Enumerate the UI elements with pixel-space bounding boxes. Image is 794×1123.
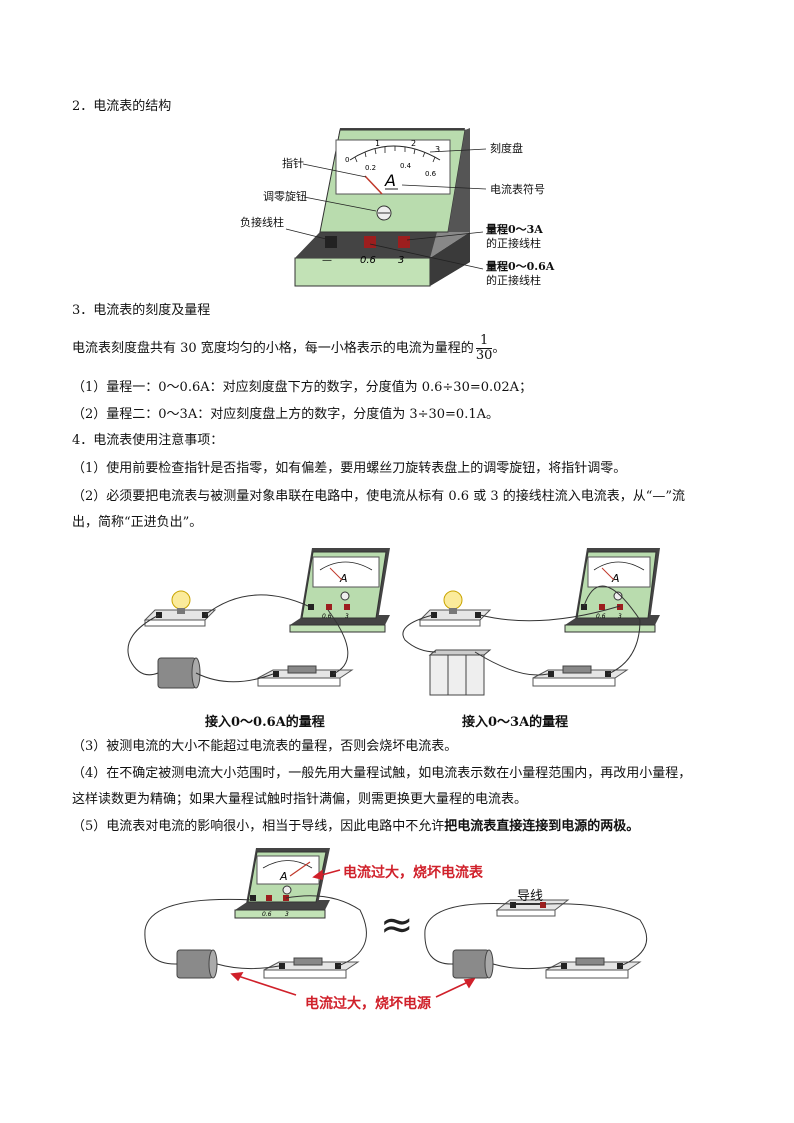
label-ammeter-symbol: 电流表符号 bbox=[490, 183, 545, 196]
section-4-heading: 4．电流表使用注意事项： bbox=[72, 433, 224, 448]
svg-text:—: — bbox=[322, 255, 332, 266]
note-5: （5）电流表对电流的影响很小，相当于导线，因此电路中不允许把电流表直接连接到电源… bbox=[72, 818, 639, 836]
svg-text:1: 1 bbox=[375, 139, 380, 148]
note-2-line1: （2）必须要把电流表与被测量对象串联在电路中，使电流从标有 0.6 或 3 的接… bbox=[72, 489, 686, 504]
scale-text-before: 电流表刻度盘共有 30 宽度均匀的小格，每一小格表示的电流为量程的 bbox=[72, 341, 474, 356]
svg-text:3: 3 bbox=[435, 145, 440, 154]
fraction-denominator: 30 bbox=[475, 348, 493, 363]
note-3: （3）被测电流的大小不能超过电流表的量程，否则会烧坏电流表。 bbox=[72, 739, 458, 754]
wire-label: 导线 bbox=[517, 889, 544, 904]
svg-text:0.4: 0.4 bbox=[400, 162, 412, 170]
scale-text-after: 。 bbox=[492, 341, 506, 356]
approx-sign: ≈ bbox=[380, 902, 414, 948]
circuit-left: A 0.6 3 bbox=[127, 548, 390, 689]
svg-text:3: 3 bbox=[285, 911, 289, 918]
note-4-line2: 这样读数更为精确；如果大量程试触时指针满偏，则需更换更大量程的电流表。 bbox=[72, 792, 528, 807]
svg-text:0.6: 0.6 bbox=[322, 613, 332, 620]
label-dial: 刻度盘 bbox=[490, 142, 523, 155]
range-two: （2）量程二：0～3A：对应刻度盘上方的数字，分度值为 3÷30=0.1A。 bbox=[72, 407, 499, 422]
svg-text:0.6: 0.6 bbox=[425, 170, 437, 178]
section-2-heading: 2．电流表的结构 bbox=[72, 99, 172, 114]
svg-text:A: A bbox=[339, 572, 348, 585]
circuit-diagrams-pair: A 0.6 3 bbox=[127, 548, 660, 696]
fraction-numerator: 1 bbox=[475, 334, 493, 349]
svg-text:0.2: 0.2 bbox=[365, 164, 376, 172]
short-circuit-meter: A 0.6 3 bbox=[234, 848, 330, 919]
source-burn-warning: 电流过大，烧坏电源 bbox=[305, 996, 431, 1012]
section-3-heading: 3．电流表的刻度及量程 bbox=[72, 303, 211, 318]
note-1: （1）使用前要检查指针是否指零，如有偏差，要用螺丝刀旋转表盘上的调零旋钮，将指针… bbox=[72, 461, 627, 476]
svg-text:0: 0 bbox=[345, 156, 349, 164]
label-range3-line2: 的正接线柱 bbox=[486, 237, 541, 250]
ammeter-symbol-A: A bbox=[384, 171, 396, 190]
pointer-needle bbox=[364, 175, 383, 195]
note-2-line2: 出，简称“正进负出”。 bbox=[72, 515, 203, 530]
label-zero-knob: 调零旋钮 bbox=[263, 190, 307, 203]
svg-text:0.6: 0.6 bbox=[262, 911, 272, 918]
svg-text:3: 3 bbox=[345, 613, 349, 620]
caption-right: 接入0～3A的量程 bbox=[462, 715, 569, 730]
svg-text:0.6: 0.6 bbox=[360, 255, 376, 266]
svg-text:A: A bbox=[279, 870, 288, 883]
svg-text:0.6: 0.6 bbox=[596, 613, 606, 620]
range-one: （1）量程一：0～0.6A：对应刻度盘下方的数字，分度值为 0.6÷30=0.0… bbox=[72, 380, 533, 395]
label-range3-line1: 量程0～3A bbox=[486, 223, 543, 236]
svg-text:2: 2 bbox=[411, 139, 416, 148]
short-circuit-diagram: A 0.6 3 ≈ bbox=[144, 848, 648, 998]
label-range06-line2: 的正接线柱 bbox=[486, 274, 541, 287]
label-range06-line1: 量程0～0.6A bbox=[486, 260, 555, 273]
label-pointer: 指针 bbox=[282, 157, 304, 170]
svg-text:3: 3 bbox=[618, 613, 622, 620]
note-5-normal: （5）电流表对电流的影响很小，相当于导线，因此电路中不允许 bbox=[72, 819, 445, 834]
caption-left: 接入0～0.6A的量程 bbox=[205, 715, 325, 730]
svg-text:A: A bbox=[611, 572, 620, 585]
label-negative-terminal: 负接线柱 bbox=[240, 216, 284, 229]
svg-text:3: 3 bbox=[398, 255, 404, 266]
circuit-right: A 0.6 3 bbox=[402, 548, 660, 696]
note-4-line1: （4）在不确定被测电流大小范围时，一般先用大量程试触，如电流表示数在小量程范围内… bbox=[72, 766, 692, 781]
note-5-bold: 把电流表直接连接到电源的两极。 bbox=[444, 819, 640, 834]
ammeter-structure-diagram: 1 2 3 0.2 0.4 0.6 0 A — 0.6 3 bbox=[285, 128, 487, 287]
ammeter-burn-warning: 电流过大，烧坏电流表 bbox=[343, 865, 483, 881]
negative-terminal-icon bbox=[325, 236, 337, 248]
